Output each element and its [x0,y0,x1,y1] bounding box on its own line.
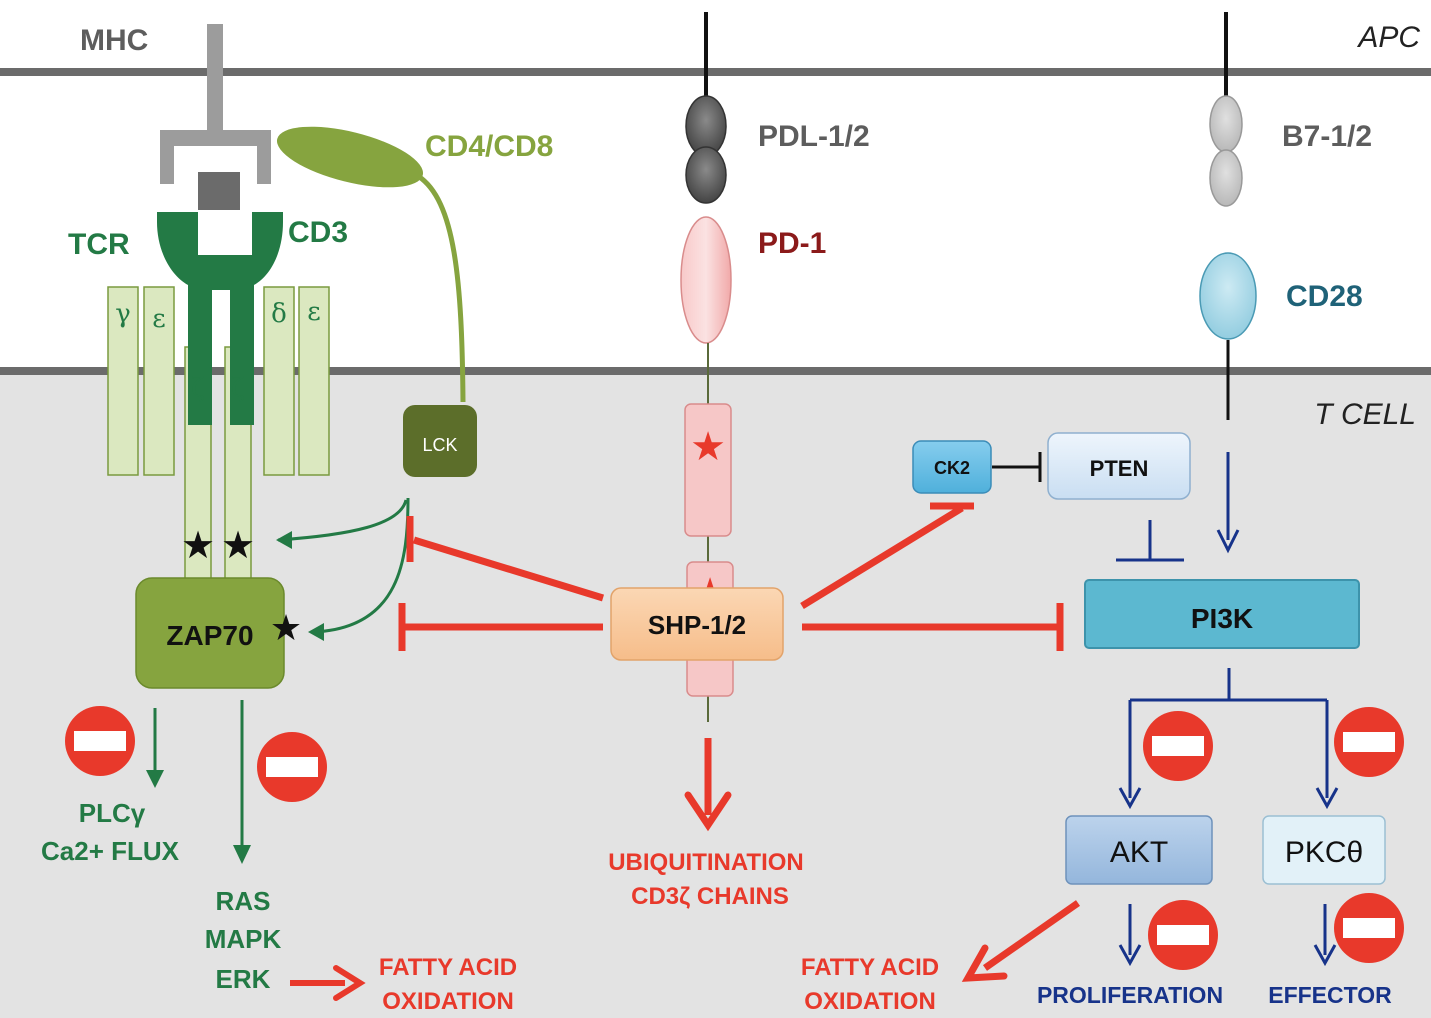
cd3-epsilon-chain-right: ε [298,286,330,476]
ras-label: RAS [216,886,271,916]
pdl-domain-2 [685,146,727,204]
ck2-node [912,440,992,494]
shp-node [610,587,784,661]
zeta-symbol: ζ [231,373,245,403]
shp-label: SHP-1/2 [648,610,746,640]
mapk-label: MAPK [205,924,282,954]
cd3-zeta-chains-label: CD3ζ CHAINS [631,883,789,910]
blocked-icon [1334,893,1404,963]
blocked-icon [1143,711,1213,781]
akt-to-fao-arrow [982,900,1081,971]
blocked-icon [65,706,135,776]
t-cell-membrane [0,367,1431,375]
blocked-icon [1334,707,1404,777]
fao-right-line2: OXIDATION [804,988,936,1015]
peptide-antigen [198,172,240,210]
delta-symbol: δ [271,299,287,329]
pd1-label: PD-1 [758,227,826,260]
cd4-cd8-coreceptor [276,126,424,188]
lck-to-zeta-arrow [277,499,408,542]
zap70-label: ZAP70 [166,620,253,651]
epsilon-symbol: ε [152,304,165,334]
ubiquitination-label: UBIQUITINATION [608,849,804,876]
phospho-star-icon: ★ [690,425,726,469]
effector-label: EFFECTOR [1268,982,1392,1008]
plcg-label: PLCγ [79,798,146,828]
tcr-label: TCR [68,228,130,261]
lck-node [403,405,477,477]
akt-label: AKT [1110,836,1168,869]
fao-left-line2: OXIDATION [382,988,514,1015]
blocked-icon [257,732,327,802]
cd3-gamma-chain: γ [107,286,139,476]
pd1-itim [684,403,732,537]
cd3-epsilon-chain-left: ε [143,286,175,476]
pdl-label: PDL-1/2 [758,120,870,153]
pi3k-label: PI3K [1191,603,1253,634]
fao-left-line1: FATTY ACID [379,954,517,981]
b7-domain-2 [1209,149,1243,207]
ck2-label: CK2 [934,458,970,478]
proliferation-label: PROLIFERATION [1037,982,1223,1008]
apc-membrane [0,68,1431,76]
phospho-star-icon: ★ [181,525,215,567]
phospho-star-icon: ★ [270,607,302,648]
tcr-heterodimer [157,212,283,425]
pkc-theta-node [1262,815,1386,885]
gamma-symbol: γ [115,299,131,329]
zap70-node [135,577,285,689]
cd28-label: CD28 [1286,280,1363,313]
pd1-extracellular-domain [680,216,732,344]
b7-domain-1 [1209,95,1243,153]
epsilon-symbol: ε [307,297,320,327]
cd28-receptor [1199,252,1257,340]
ca-flux-label: Ca2+ FLUX [41,836,180,866]
apc-region-label: APC [1356,21,1420,54]
cd3-delta-chain: δ [263,286,295,476]
fao-right-line1: FATTY ACID [801,954,939,981]
pten-label: PTEN [1090,456,1149,481]
shp-inhibits-lck [412,536,605,602]
zeta-symbol: ζ [191,373,205,403]
pi3k-node [1084,579,1360,649]
pkc-theta-label: PKCθ [1285,836,1363,869]
shp-inhibits-ck2 [800,505,964,609]
mhc-label: MHC [80,24,148,57]
phospho-star-icon: ★ [221,525,255,567]
cd4-cd8-label: CD4/CD8 [425,130,553,163]
akt-node [1065,815,1213,885]
b7-label: B7-1/2 [1282,120,1372,153]
t-cell-region-label: T CELL [1314,398,1416,431]
mhc-molecule [160,24,271,184]
cd4-cd8-stalk [416,173,466,403]
cd3-label: CD3 [288,216,348,249]
pten-node [1047,432,1191,500]
blocked-icon [1148,900,1218,970]
erk-label: ERK [216,964,271,994]
lck-label: LCK [422,435,457,455]
